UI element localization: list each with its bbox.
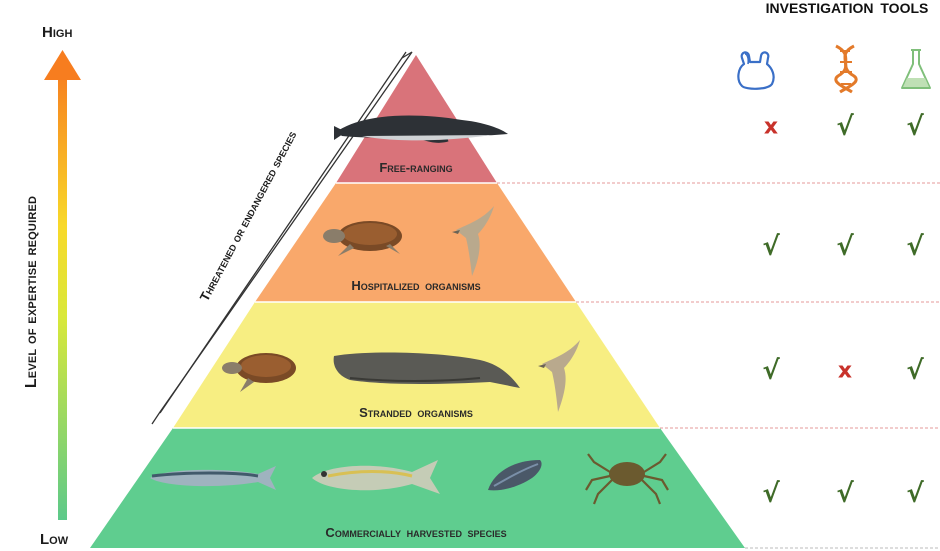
tier-commercial	[90, 428, 745, 548]
check-mark-tier1-tool1: √	[836, 232, 854, 262]
tier-label-free-ranging: Free-ranging	[379, 160, 453, 175]
mackerel-icon	[312, 460, 440, 494]
sperm-whale-icon	[333, 352, 520, 388]
bird-icon	[538, 340, 580, 412]
turtle-icon	[222, 353, 296, 392]
tier-label-stranded: Stranded organisms	[359, 405, 473, 420]
axis-high-label: High	[42, 24, 73, 41]
check-mark-tier3-tool0: √	[762, 479, 780, 509]
tier-hospitalized	[255, 183, 576, 302]
tier-label-commercial: Commercially harvested species	[325, 525, 507, 540]
check-mark-tier1-tool0: √	[762, 232, 780, 262]
sardine-icon	[150, 466, 276, 490]
check-mark-tier3-tool1: √	[836, 479, 854, 509]
check-mark-tier0-tool1: √	[836, 112, 854, 142]
tier-label-hospitalized: Hospitalized organisms	[351, 278, 481, 293]
dna-icon	[834, 44, 858, 94]
x-mark-tier2-tool1: x	[837, 358, 853, 384]
check-mark-tier3-tool2: √	[906, 479, 924, 509]
expertise-arrow	[44, 50, 81, 520]
x-mark-tier0-tool0: x	[763, 114, 779, 140]
plastic-bag-icon	[737, 51, 775, 90]
flask-icon	[901, 49, 931, 89]
crab-icon	[585, 453, 669, 505]
check-mark-tier2-tool2: √	[906, 356, 924, 386]
bird-icon	[452, 206, 494, 276]
turtle-icon	[323, 221, 402, 256]
check-mark-tier1-tool2: √	[906, 232, 924, 262]
whale-icon	[334, 115, 508, 143]
axis-low-label: Low	[40, 531, 69, 548]
check-mark-tier2-tool0: √	[762, 356, 780, 386]
mussel-icon	[488, 460, 542, 491]
check-mark-tier0-tool2: √	[906, 112, 924, 142]
tools-title: INVESTIGATION TOOLS	[765, 0, 929, 16]
